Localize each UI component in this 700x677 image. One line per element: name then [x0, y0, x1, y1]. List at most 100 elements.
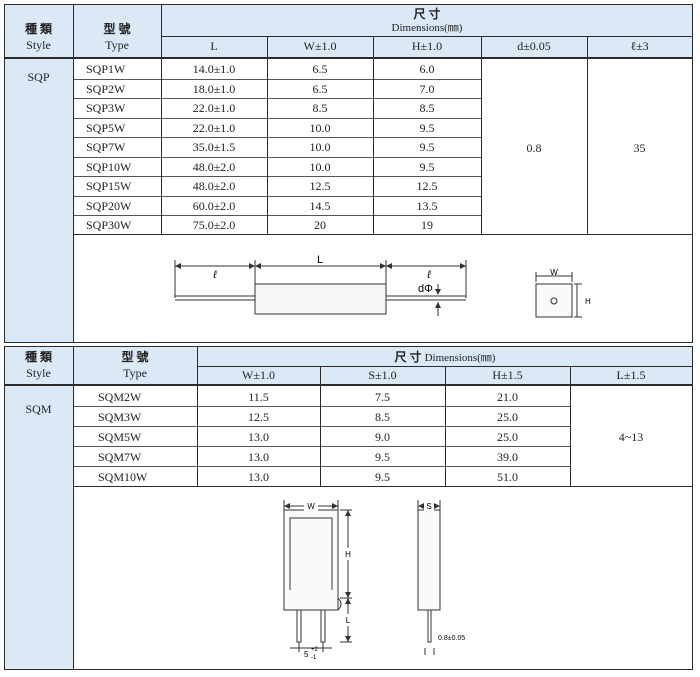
table-row-w: 11.5	[248, 390, 269, 404]
drawing-label-pitch-tol-bot: -1	[311, 655, 317, 661]
sqm-style-header-en: Style	[26, 366, 51, 380]
sqp-col-w: W±1.0	[303, 39, 337, 53]
drawing-label-lead-right: ℓ	[426, 269, 431, 281]
table-row-l: 35.0±1.5	[192, 140, 236, 154]
table-row-l: 18.0±1.0	[192, 82, 236, 96]
table-row-h: 21.0	[497, 390, 518, 404]
drawing-label-pitch-tol-top: +2	[311, 647, 319, 653]
sqp-header-bg	[4, 4, 693, 57]
sqm-dimensions-header-zh: 尺 寸	[394, 350, 422, 364]
table-row-s: 7.5	[375, 390, 390, 404]
table-row-l: 48.0±2.0	[192, 160, 236, 174]
table-row-w: 6.5	[312, 62, 328, 76]
sqp-dimensions-header-en: Dimensions(㎜)	[391, 22, 463, 34]
table-row-s: 9.0	[375, 430, 390, 444]
sqm-dimension-drawing: W H L S 0.8±0.05 5 +2 -1	[283, 500, 465, 661]
sqp-col-lead-length: ℓ±3	[630, 39, 649, 53]
sqm-style-value: SQM	[25, 402, 52, 416]
drawing-label-h: H	[345, 550, 351, 559]
table-row-type: SQM3W	[98, 410, 142, 424]
sqp-style-column-bg	[4, 57, 73, 342]
table-row-type: SQP2W	[86, 82, 126, 96]
sqm-type-header-en: Type	[123, 366, 147, 380]
table-row-s: 8.5	[375, 410, 390, 424]
table-row-w: 6.5	[312, 82, 328, 96]
drawing-label-s: S	[426, 502, 431, 511]
sqp-col-l: L	[210, 39, 218, 53]
drawing-label-l: L	[317, 254, 323, 266]
sqp-style-header-zh: 種 類	[24, 22, 52, 36]
table-row-w: 13.0	[248, 470, 269, 484]
sqm-style-column-bg	[4, 384, 73, 669]
table-row-h: 19	[421, 218, 433, 232]
table-row-h: 8.5	[419, 101, 435, 115]
drawing-label-lead-diameter: 0.8±0.05	[438, 635, 465, 642]
table-row-type: SQM2W	[98, 390, 142, 404]
table-row-type: SQP15W	[86, 179, 132, 193]
table-row-w: 12.5	[248, 410, 269, 424]
table-row-h: 13.5	[416, 199, 438, 213]
drawing-label-w: W	[550, 268, 558, 277]
table-row-l: 75.0±2.0	[192, 218, 236, 232]
table-row-s: 9.5	[375, 470, 390, 484]
table-row-type: SQP20W	[86, 199, 132, 213]
sqm-header-bg	[4, 346, 693, 384]
table-row-l: 22.0±1.0	[192, 101, 236, 115]
table-row-w: 13.0	[248, 430, 269, 444]
table-row-h: 9.5	[419, 140, 435, 154]
sqp-col-h: H±1.0	[411, 39, 443, 53]
table-row-h: 9.5	[419, 121, 435, 135]
sqm-dimensions-header-en: Dimensions(㎜)	[424, 352, 496, 364]
sqm-col-s: S±1.0	[368, 368, 397, 382]
sqp-style-value: SQP	[27, 70, 50, 84]
table-row-w: 10.0	[309, 121, 331, 135]
table-row-type: SQP30W	[86, 218, 132, 232]
sqp-col-d: d±0.05	[517, 39, 551, 53]
sqm-col-w: W±1.0	[242, 368, 275, 382]
table-row-w: 10.0	[309, 160, 331, 174]
sqp-dimension-drawing: L ℓ ℓ dΦ W H	[174, 254, 591, 318]
table-row-h: 39.0	[497, 450, 518, 464]
drawing-label-l: L	[346, 616, 351, 625]
drawing-label-lead-left: ℓ	[212, 269, 217, 281]
table-row-type: SQP5W	[86, 121, 126, 135]
table-row-l: 22.0±1.0	[192, 121, 236, 135]
drawing-label-h: H	[585, 297, 591, 306]
sqm-col-h: H±1.5	[492, 368, 523, 382]
table-row-l: 60.0±2.0	[192, 199, 236, 213]
table-row-type: SQP10W	[86, 160, 132, 174]
table-row-w: 13.0	[248, 450, 269, 464]
table-row-h: 9.5	[419, 160, 435, 174]
table-row-type: SQM5W	[98, 430, 142, 444]
table-row-s: 9.5	[375, 450, 390, 464]
sqp-lead-length-value: 35	[633, 141, 646, 155]
table-row-w: 12.5	[309, 179, 331, 193]
table-row-type: SQM7W	[98, 450, 142, 464]
sqm-type-header-zh: 型 號	[121, 350, 149, 364]
table-row-l: 14.0±1.0	[192, 62, 236, 76]
table-row-w: 8.5	[312, 101, 328, 115]
drawing-label-w: W	[307, 502, 315, 511]
drawing-label-pitch: 5	[304, 650, 309, 659]
sqm-style-header-zh: 種 類	[24, 350, 52, 364]
table-row-w: 14.5	[309, 199, 331, 213]
table-row-l: 48.0±2.0	[192, 179, 236, 193]
sqm-col-l: L±1.5	[616, 368, 646, 382]
table-row-h: 6.0	[419, 62, 435, 76]
sqm-dimensions-header: 尺 寸 Dimensions(㎜)	[197, 350, 693, 365]
table-row-type: SQP1W	[86, 62, 126, 76]
sqp-type-header-zh: 型 號	[103, 22, 131, 36]
table-row-type: SQP7W	[86, 140, 126, 154]
table-row-type: SQM10W	[98, 470, 148, 484]
table-row-h: 51.0	[497, 470, 518, 484]
table-row-h: 7.0	[419, 82, 435, 96]
sqm-l-value: 4~13	[618, 430, 644, 444]
sqp-style-header-en: Style	[26, 38, 51, 52]
table-row-h: 12.5	[416, 179, 438, 193]
sqp-d-value: 0.8	[526, 141, 542, 155]
table-row-w: 10.0	[309, 140, 331, 154]
sqp-dimensions-header-zh: 尺 寸	[413, 7, 441, 21]
table-row-h: 25.0	[497, 430, 518, 444]
table-row-h: 25.0	[497, 410, 518, 424]
sqp-type-header-en: Type	[105, 38, 129, 52]
